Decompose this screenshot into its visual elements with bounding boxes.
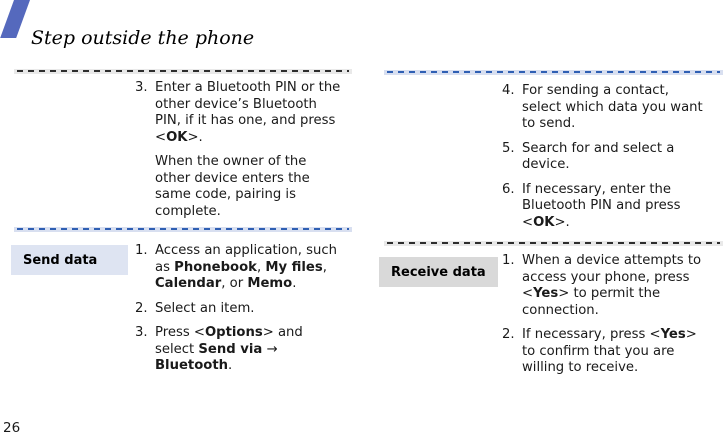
page-number: 26 [3, 420, 21, 436]
list-step: 2. Select an item. [135, 301, 356, 318]
step-text: Select an item. [155, 300, 255, 316]
send-data-steps-continued-list: 4. For sending a contact,select which dat… [502, 83, 723, 239]
receive-data-label: Receive data [379, 257, 498, 287]
step-number: 4. [502, 83, 515, 98]
list-step: 4. For sending a contact,select which dat… [502, 83, 723, 133]
section-separator-blue [384, 70, 723, 75]
step-number: 2. [135, 300, 148, 316]
step-number: 5. [502, 140, 515, 156]
section-separator-dark [384, 241, 723, 246]
step-number: 3. [135, 325, 148, 340]
step-number: 6. [502, 181, 515, 197]
step-number: 1. [502, 253, 515, 268]
step-number [135, 154, 155, 220]
step-number: 2. [502, 327, 515, 342]
list-step: 2. If necessary, press <Yes>to confirm th… [502, 327, 723, 377]
dashed-line [17, 70, 349, 73]
page-title: Step outside the phone [31, 27, 255, 49]
send-data-label: Send data [11, 245, 128, 275]
step-text: For sending a contact,select which data … [522, 83, 703, 131]
section-separator-blue [14, 227, 352, 232]
dashed-line [17, 228, 349, 231]
dashed-line [387, 71, 720, 74]
section-separator-dark [14, 69, 352, 74]
step-number: 1. [135, 243, 148, 258]
step-number: 3. [135, 80, 148, 95]
step-text: If necessary, press <Yes>to confirm that… [522, 327, 697, 375]
dashed-line [387, 242, 720, 245]
header-accent-shape [0, 0, 31, 38]
